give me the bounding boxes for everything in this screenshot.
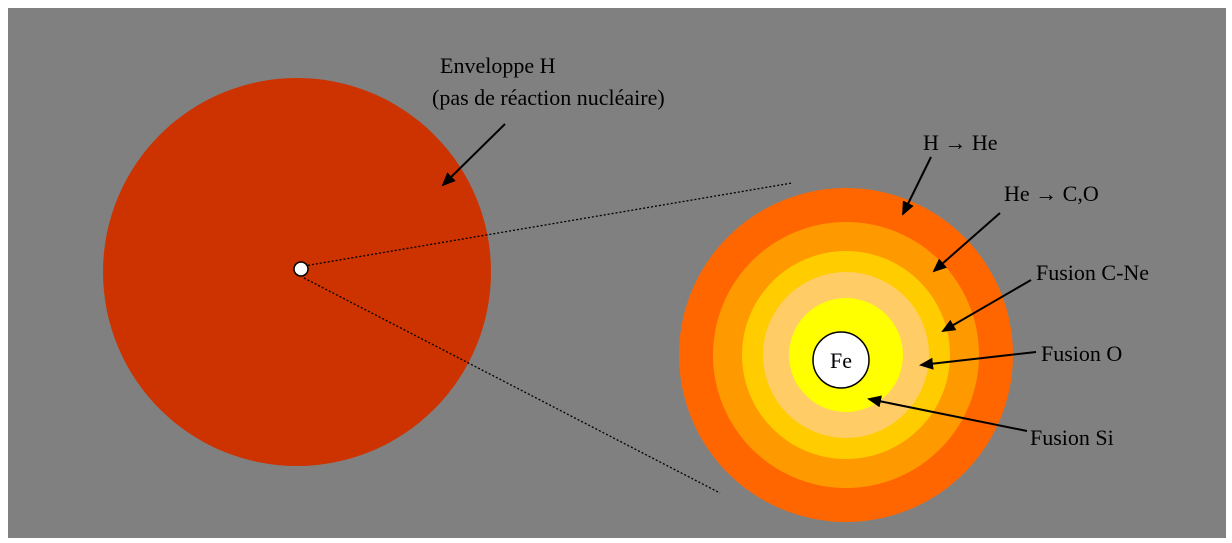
- fusion-o-label: Fusion O: [1041, 341, 1122, 366]
- iron-core-label: Fe: [830, 348, 852, 373]
- fusion-si-label: Fusion Si: [1030, 425, 1114, 450]
- fusion-c-ne-label: Fusion C-Ne: [1036, 260, 1149, 285]
- iron-core: [812, 331, 870, 389]
- arrow-fusion-si: [867, 395, 1028, 432]
- he-to-co-label: He → C,O: [1004, 181, 1099, 206]
- arrow-fusion-c-ne: [941, 279, 1032, 333]
- envelope-label-line2: (pas de réaction nucléaire): [432, 85, 665, 110]
- zoom-line-upper: [303, 182, 793, 267]
- envelope-label-line1: Enveloppe H: [440, 53, 556, 78]
- arrow-h-to-he: [902, 156, 932, 216]
- arrow-envelope: [441, 123, 506, 187]
- h-to-he-label: H → He: [923, 130, 998, 155]
- core-point: [293, 261, 309, 277]
- arrow-he-to-co: [932, 212, 1001, 273]
- arrow-fusion-o: [919, 351, 1037, 370]
